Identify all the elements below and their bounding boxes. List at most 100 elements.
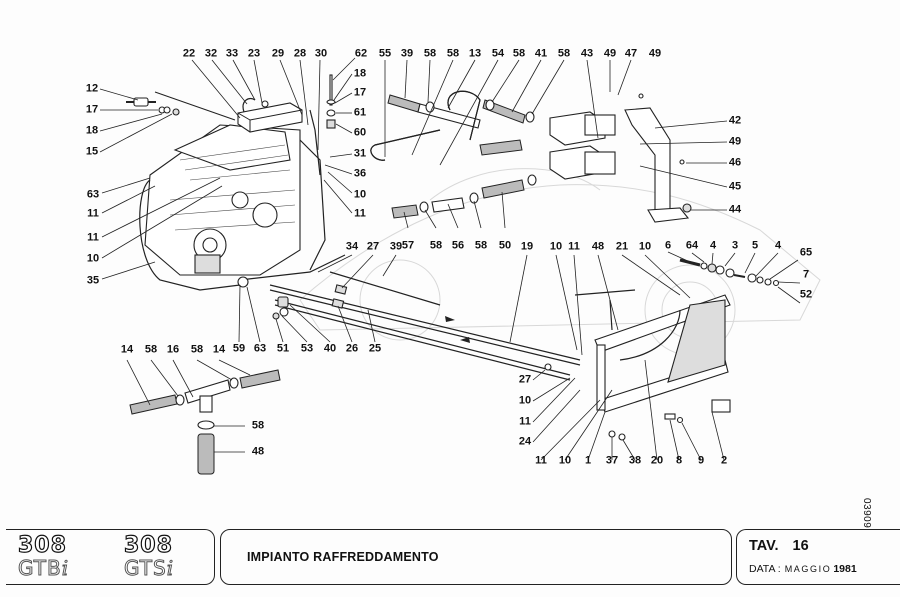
callout-10: 10: [86, 252, 100, 265]
model-number-gts: 308: [123, 532, 173, 558]
parts-diagram: [99, 57, 821, 475]
callout-27: 27: [366, 240, 380, 253]
callout-11: 11: [354, 207, 366, 220]
callout-62: 62: [354, 47, 368, 60]
model-name-gtb-text: GTB: [18, 556, 62, 581]
car-silhouette-illustration: [299, 168, 821, 356]
callout-58: 58: [474, 239, 488, 252]
callout-43: 43: [580, 47, 594, 60]
callout-49: 49: [728, 135, 742, 148]
callout-6: 6: [664, 239, 672, 252]
callout-52: 52: [799, 288, 813, 301]
callout-58: 58: [429, 239, 443, 252]
callout-58: 58: [144, 343, 158, 356]
callout-58: 58: [190, 343, 204, 356]
model-number-gtb: 308: [17, 532, 67, 558]
model-name-gtb: GTBi: [18, 556, 70, 581]
date-label: DATA :: [749, 563, 781, 575]
callout-58: 58: [512, 47, 526, 60]
expansion-tank-illustration: [237, 97, 303, 133]
callout-58: 58: [251, 419, 265, 432]
callout-63: 63: [253, 342, 267, 355]
radiator-illustration: [574, 289, 731, 441]
callout-10: 10: [549, 240, 563, 253]
callout-22: 22: [182, 47, 196, 60]
callout-39: 39: [400, 47, 414, 60]
callout-11: 11: [519, 415, 531, 428]
callout-8: 8: [675, 454, 683, 467]
callout-50: 50: [498, 239, 512, 252]
callout-9: 9: [697, 454, 705, 467]
date-month: MAGGIO: [784, 564, 832, 574]
callout-61: 61: [353, 106, 367, 119]
table-number: TAV.16: [749, 538, 809, 554]
callout-58: 58: [446, 47, 460, 60]
callout-29: 29: [271, 47, 285, 60]
callout-13: 13: [468, 47, 482, 60]
callout-58: 58: [423, 47, 437, 60]
callout-4: 4: [774, 239, 782, 252]
t-junction-hose-illustration: [129, 369, 281, 475]
callout-30: 30: [314, 47, 328, 60]
model-logo-box: 308 GTBi 308 GTSi: [6, 529, 215, 585]
fan-mount-hardware: [679, 258, 780, 287]
callout-17: 17: [353, 86, 367, 99]
diagram-title: IMPIANTO RAFFREDDAMENTO: [247, 550, 439, 564]
callout-4: 4: [709, 239, 717, 252]
callout-27: 27: [518, 373, 532, 386]
callout-36: 36: [353, 167, 367, 180]
callout-26: 26: [345, 342, 359, 355]
table-label: TAV.: [749, 538, 779, 554]
callout-14: 14: [120, 343, 134, 356]
callout-20: 20: [650, 454, 664, 467]
callout-10: 10: [558, 454, 572, 467]
callout-49: 49: [603, 47, 617, 60]
callout-39: 39: [389, 240, 403, 253]
callout-48: 48: [591, 240, 605, 253]
callout-56: 56: [451, 239, 465, 252]
model-suffix-gtb: i: [61, 556, 70, 581]
model-name-gts: GTSi: [124, 556, 174, 581]
long-coolant-pipes: [269, 271, 581, 381]
callout-51: 51: [276, 342, 290, 355]
title-block: 308 GTBi 308 GTSi IMPIANTO RAFFREDDAMENT…: [0, 529, 900, 585]
callout-12: 12: [85, 82, 99, 95]
engine-illustration: [144, 124, 301, 276]
engine-hoses: [139, 109, 346, 291]
lower-hose-row: [391, 174, 537, 219]
thermostat-housing-illustration: [549, 111, 616, 180]
callout-10: 10: [518, 394, 532, 407]
callout-16: 16: [166, 343, 180, 356]
callout-1: 1: [584, 454, 592, 467]
callout-38: 38: [628, 454, 642, 467]
callout-54: 54: [491, 47, 505, 60]
callout-49: 49: [648, 47, 662, 60]
callout-34: 34: [345, 240, 359, 253]
callout-24: 24: [518, 435, 532, 448]
callout-32: 32: [204, 47, 218, 60]
callout-18: 18: [353, 67, 367, 80]
small-parts-left: [126, 74, 336, 129]
callout-60: 60: [353, 126, 367, 139]
model-name-gts-text: GTS: [124, 556, 167, 581]
callout-63: 63: [86, 188, 100, 201]
callout-41: 41: [534, 47, 548, 60]
callout-55: 55: [378, 47, 392, 60]
callout-37: 37: [605, 454, 619, 467]
callout-17: 17: [85, 103, 99, 116]
callout-65: 65: [799, 246, 813, 259]
title-box: IMPIANTO RAFFREDDAMENTO: [220, 529, 732, 585]
callout-23: 23: [247, 47, 261, 60]
callout-46: 46: [728, 156, 742, 169]
callout-40: 40: [323, 342, 337, 355]
callout-5: 5: [751, 239, 759, 252]
callout-42: 42: [728, 114, 742, 127]
callout-11: 11: [87, 231, 99, 244]
callout-57: 57: [401, 239, 415, 252]
callout-48: 48: [251, 445, 265, 458]
callout-21: 21: [615, 240, 629, 253]
callout-44: 44: [728, 203, 742, 216]
bracket-illustration: [624, 93, 692, 223]
